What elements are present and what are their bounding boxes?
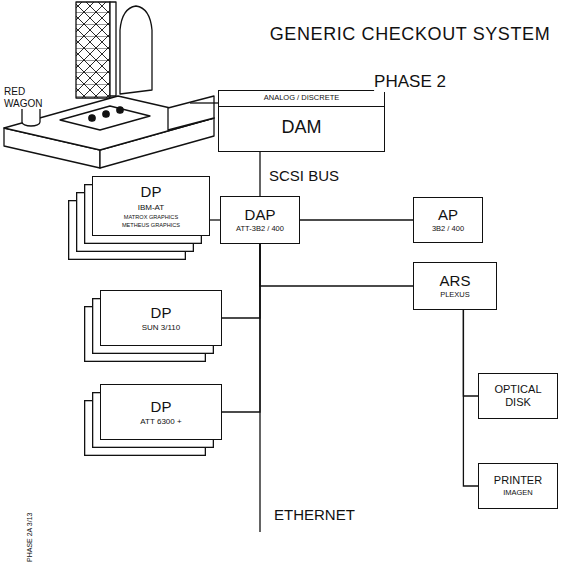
node-title: DP [151,398,172,415]
node-subtitle: MATROX GRAPHICS [124,214,178,220]
connector-line [300,219,413,220]
node-subtitle: SUN 3/110 [142,323,181,332]
node-title: AP [438,206,458,223]
bus-label: ETHERNET [274,506,355,523]
wagon-knob [117,107,123,113]
display-stack: DP IBM-AT MATROX GRAPHICS METHEUS GRAPHICS [92,176,210,236]
node-subtitle: ATT 6300 + [140,417,181,426]
connector-label: SCSI BUS [269,167,339,184]
wagon-panel [60,106,150,130]
illustration-label: RED WAGON [4,86,50,109]
display-stack: DP SUN 3/110 [100,290,222,346]
connector-line [463,310,478,486]
node-title: ANALOG / DISCRETE [219,91,384,107]
storage-box: OPTICAL DISK [478,373,558,419]
node-title: ARS [440,272,471,289]
display-stack: DP ATT 6300 + [100,384,222,440]
node-title: DP [141,183,162,200]
connector-line [463,310,478,396]
diagram-title: GENERIC CHECKOUT SYSTEM [270,24,551,45]
phase-label: PHASE 2 [374,72,446,92]
node-title: OPTICAL DISK [484,383,552,408]
margin-note: PHASE 2A 3/13 [26,513,34,562]
connector-line [259,152,260,196]
launch-tower-side [110,2,116,96]
node-subtitle: IBM-AT [138,203,165,212]
connector-line [222,244,260,412]
connector-line [210,219,220,220]
node-title: DAP [245,206,276,223]
wagon-knob [89,115,95,121]
processor-box: AP 3B2 / 400 [413,197,483,243]
printer-box: PRINTER IMAGEN [478,463,558,509]
wagon-to-dam-wire [190,102,219,103]
node-subtitle: IMAGEN [503,489,533,498]
processor-box: DAP ATT-3B2 / 400 [220,196,300,244]
wagon-knob [103,111,109,117]
interface-box: ANALOG / DISCRETEDAM [218,90,385,152]
connector-line [222,244,260,318]
node-subtitle: METHEUS GRAPHICS [122,222,180,228]
node-title: PRINTER [494,474,542,487]
launch-tower [76,2,110,98]
node-title: DP [151,304,172,321]
node-subtitle: ATT-3B2 / 400 [236,225,284,234]
node-subtitle: PLEXUS [440,291,470,300]
node-subtitle: DAM [219,107,384,144]
vehicle-shape [120,6,152,94]
connector-line [260,244,413,286]
node-subtitle: 3B2 / 400 [432,225,464,234]
archive-box: ARS PLEXUS [413,262,497,310]
wagon-side-box [168,96,214,130]
